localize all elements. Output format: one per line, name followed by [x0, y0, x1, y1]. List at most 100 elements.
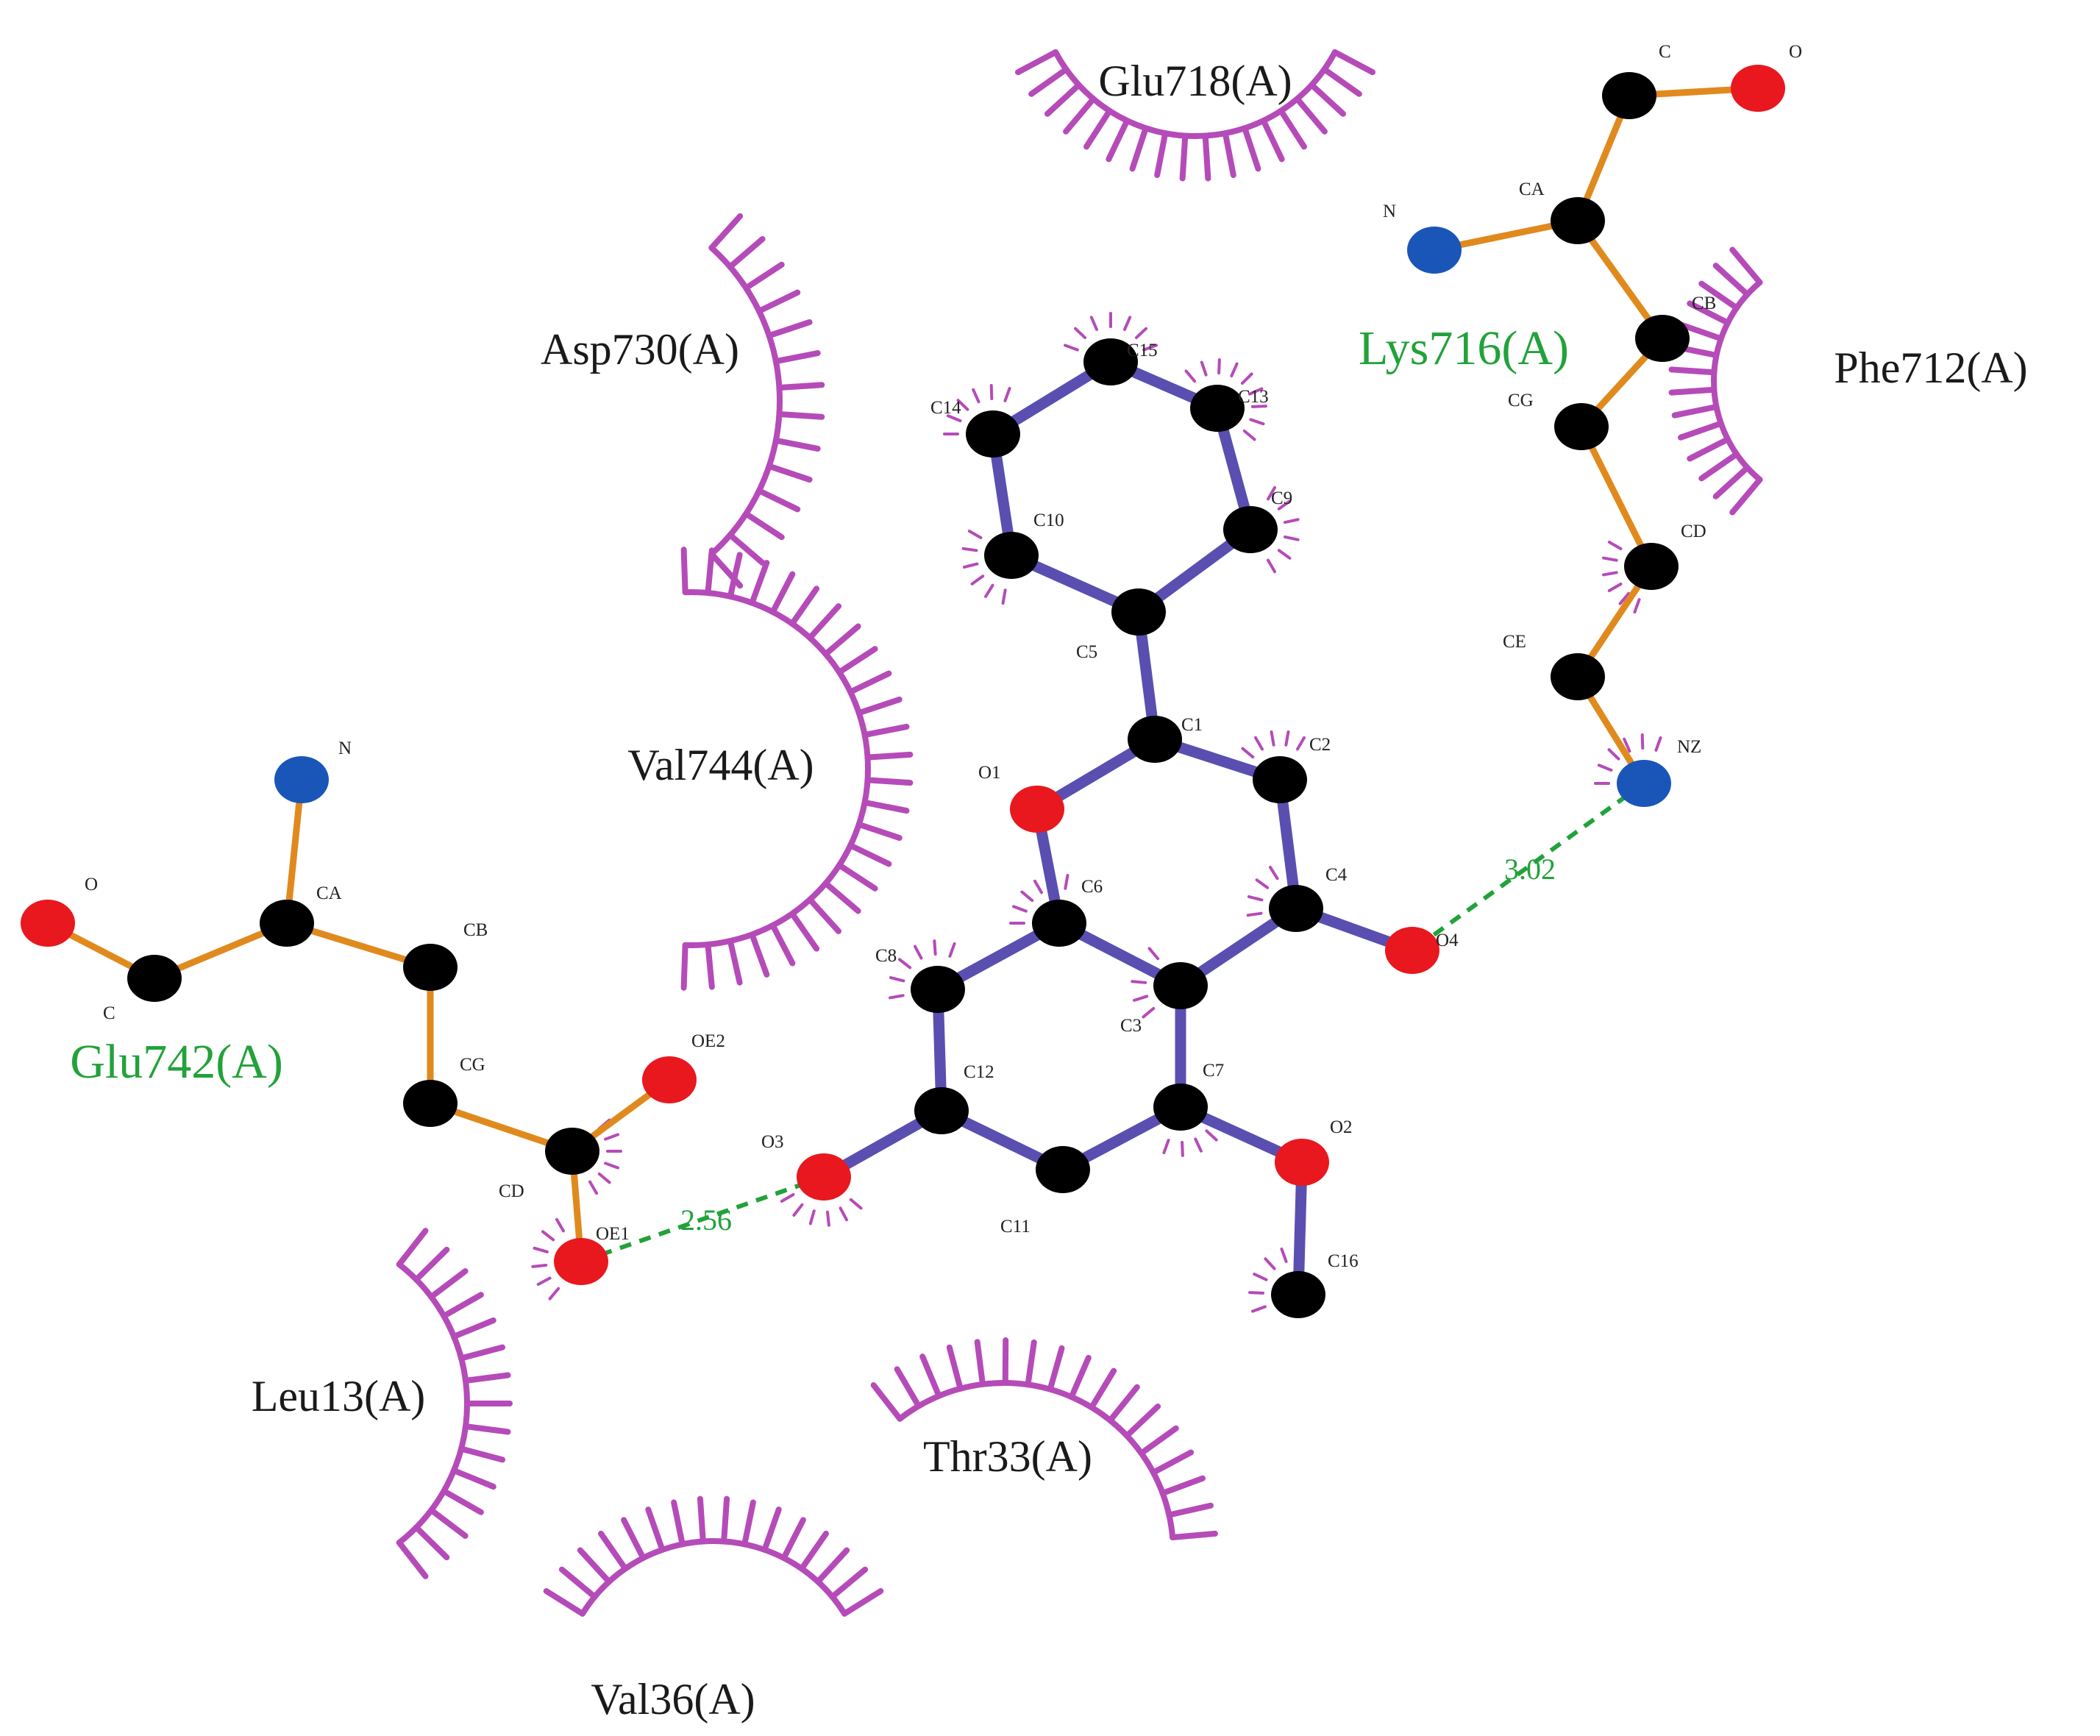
contact-mark: [1003, 386, 1011, 402]
contact-mark: [961, 547, 978, 552]
ligand-atom-label: C3: [1120, 1016, 1142, 1036]
spoke: [822, 880, 861, 914]
spoke: [1089, 1367, 1117, 1411]
spoke: [1106, 118, 1131, 163]
spoke: [836, 862, 878, 892]
lys-atom-label: CD: [1681, 522, 1706, 541]
contact-mark: [933, 939, 937, 956]
spoke: [441, 1487, 484, 1515]
contact-mark: [548, 1287, 560, 1301]
ligand-atom-o3: [797, 1153, 851, 1200]
spoke: [769, 571, 796, 616]
spoke: [772, 437, 821, 452]
contact-mark: [1131, 980, 1147, 984]
contact-mark: [889, 976, 905, 983]
spoke: [743, 511, 785, 541]
contact-mark: [531, 1264, 548, 1268]
contact-mark: [826, 1210, 830, 1227]
contact-mark: [533, 1246, 549, 1253]
spoke: [645, 1506, 666, 1553]
bond: [283, 776, 305, 927]
bond: [1578, 423, 1655, 570]
contact-mark: [1194, 1137, 1203, 1153]
lys-atom-nz: [1617, 760, 1671, 807]
glu-atom-label: CG: [460, 1055, 485, 1075]
contact-mark: [1283, 518, 1300, 524]
arc: [579, 1538, 848, 1617]
spoke: [451, 1317, 496, 1340]
lys-atom-ca: [1551, 197, 1605, 244]
ligand-atom-c4: [1269, 885, 1323, 932]
residue-label: Phe712(A): [1834, 344, 2027, 392]
lys-atom-label: N: [1383, 202, 1396, 221]
spoke: [1025, 1339, 1037, 1388]
spoke: [855, 821, 903, 842]
spoke: [1678, 321, 1724, 342]
spoke: [780, 1517, 806, 1561]
lys-atom-label: CG: [1508, 391, 1534, 410]
contact-mark: [604, 1133, 620, 1141]
contact-mark: [1247, 387, 1264, 396]
spoke: [1170, 1530, 1218, 1540]
spoke: [946, 1344, 964, 1392]
ligand-atom-c16: [1271, 1271, 1325, 1318]
lys-atom-label: CB: [1692, 294, 1716, 313]
spoke: [413, 1524, 450, 1561]
ligand-atom-label: C6: [1081, 877, 1103, 897]
contact-mark: [1607, 748, 1620, 761]
lys-atom-label: CA: [1519, 179, 1545, 199]
ligand-atom-c13: [1190, 385, 1245, 432]
spoke: [1129, 125, 1149, 172]
contact-mark: [1607, 583, 1623, 592]
ligand-atom-c8: [911, 966, 965, 1013]
lys-atom-cb: [1635, 315, 1690, 362]
spoke: [543, 1587, 585, 1617]
spoke: [743, 261, 785, 291]
spoke: [1698, 451, 1740, 482]
spoke: [1044, 82, 1082, 117]
contact-mark: [948, 942, 956, 958]
glu-atom-oe2: [642, 1056, 697, 1103]
contact-mark: [1602, 556, 1618, 562]
contact-mark: [792, 1203, 804, 1217]
ligand-atom-label: O3: [761, 1132, 784, 1152]
labels: Glu718(A)Asp730(A)Phe712(A)Val744(A)Leu1…: [70, 42, 2027, 1723]
spoke: [428, 1506, 469, 1539]
contact-mark: [1270, 730, 1275, 747]
spoke: [451, 1468, 496, 1490]
spoke: [772, 350, 821, 365]
glu-atom-label: OE2: [691, 1031, 725, 1051]
contact-mark: [1133, 995, 1149, 1002]
ligand-atom-label: C2: [1309, 735, 1331, 755]
spoke: [1242, 125, 1261, 172]
contact-mark: [1633, 598, 1641, 614]
arc: [708, 244, 783, 558]
glu-atom-label: CB: [463, 920, 488, 940]
spoke: [1331, 49, 1376, 76]
spoke: [577, 1547, 613, 1585]
ligand-atom-label: O4: [1436, 931, 1459, 950]
spoke: [814, 1547, 850, 1585]
ligand-atom-label: C14: [930, 398, 961, 418]
spoke: [836, 646, 878, 675]
contact-mark: [1602, 571, 1618, 577]
ligand-atom-c15: [1083, 338, 1138, 385]
spoke: [705, 941, 715, 990]
contact-mark: [1142, 344, 1158, 352]
spoke: [741, 1499, 756, 1548]
contact-mark: [839, 1206, 848, 1222]
hbond-line: [1411, 781, 1645, 953]
ligand-atom-c7: [1153, 1084, 1208, 1131]
spoke: [974, 1339, 986, 1387]
hydrophobic-contact-phe712a: [1668, 246, 1763, 516]
hbond-distance: 2.56: [680, 1203, 732, 1237]
glu-atom-oe1: [554, 1238, 608, 1285]
ligand-atom-label: C4: [1325, 865, 1348, 885]
hydrogen-bonds: [580, 781, 1645, 1264]
glu-atom-label: N: [338, 739, 352, 758]
glu-atom-label: OE1: [596, 1224, 630, 1244]
contact-mark: [1217, 358, 1221, 375]
contact-mark: [597, 1172, 611, 1184]
ligand-atom-label: C15: [1127, 341, 1158, 360]
contact-mark: [536, 1276, 552, 1286]
